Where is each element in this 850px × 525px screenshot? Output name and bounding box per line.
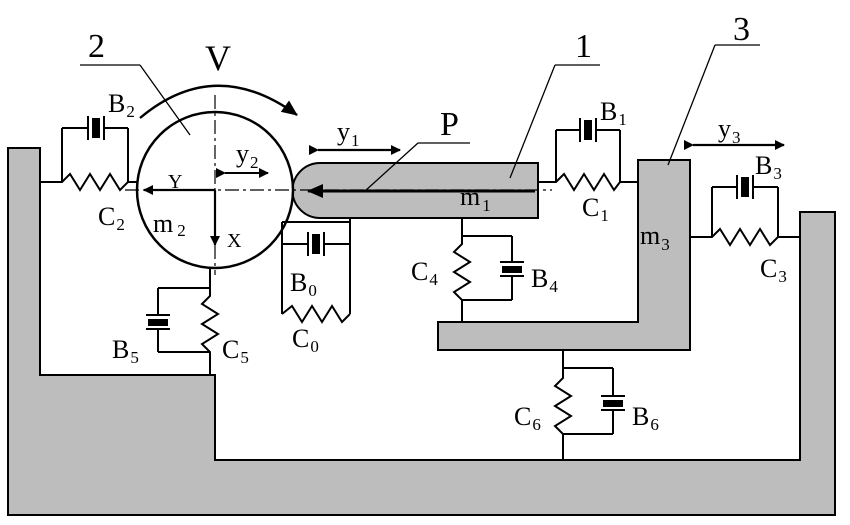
label-b2: B2 xyxy=(108,89,135,121)
label-b5: B5 xyxy=(112,335,139,367)
label-c1: C1 xyxy=(582,193,609,225)
body-m3 xyxy=(437,159,691,351)
label-disp3: y3 xyxy=(718,114,741,147)
label-c3: C3 xyxy=(760,254,787,286)
velocity-v-arrow xyxy=(139,84,298,119)
label-b6: B6 xyxy=(632,402,659,434)
label-c4: C4 xyxy=(411,257,438,289)
spring-damper-c2b2 xyxy=(40,116,137,192)
force-p-leader xyxy=(364,142,419,192)
label-b1: B1 xyxy=(600,97,627,129)
spring-damper-c4b4 xyxy=(452,218,524,322)
leader-part3-b xyxy=(667,44,716,166)
label-mass3: m3 xyxy=(640,221,670,254)
spring-damper-c1b1 xyxy=(538,118,638,192)
label-c5: C5 xyxy=(222,335,249,367)
label-b3: B3 xyxy=(755,151,782,183)
leader-part2-b xyxy=(139,64,191,136)
label-axis-y: Y xyxy=(168,171,182,193)
label-disp1: y1 xyxy=(337,117,360,150)
leader-part1-b xyxy=(509,64,556,179)
label-c0: C0 xyxy=(292,324,319,356)
label-axis-x: X xyxy=(227,230,242,252)
label-part3: 3 xyxy=(733,11,750,48)
spring-damper-c0b0 xyxy=(281,218,351,324)
label-c6: C6 xyxy=(514,402,541,434)
label-part1: 1 xyxy=(575,28,592,65)
spring-damper-c5b5 xyxy=(146,268,220,375)
base-frame xyxy=(7,147,836,516)
label-part2: 2 xyxy=(88,28,105,65)
label-c2: C2 xyxy=(98,202,125,234)
label-b0: B0 xyxy=(290,268,317,300)
label-disp2: y2 xyxy=(236,139,259,172)
spring-damper-c3b3 xyxy=(690,175,800,247)
label-b4: B4 xyxy=(531,264,558,296)
spring-damper-c6b6 xyxy=(553,350,625,460)
label-velocity: V xyxy=(205,38,231,78)
label-force: P xyxy=(440,106,459,143)
